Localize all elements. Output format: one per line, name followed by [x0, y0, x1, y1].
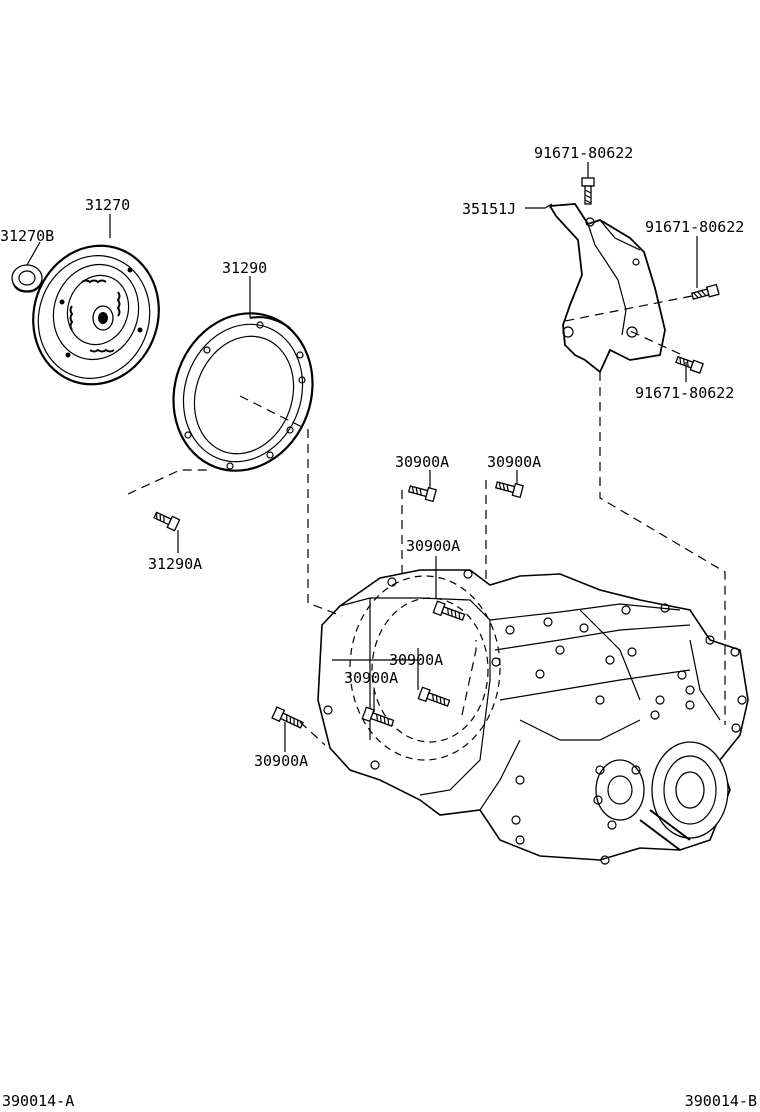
assembly-lines	[127, 295, 726, 746]
bracket-35151J[interactable]	[548, 203, 666, 374]
label-30900A-3[interactable]: 30900A	[406, 537, 460, 555]
label-91671-low[interactable]: 91671-80622	[635, 384, 734, 402]
clutch-cover-31290[interactable]	[152, 294, 335, 491]
bolt-30900A-5[interactable]	[361, 706, 395, 729]
label-31290A[interactable]: 31290A	[148, 555, 202, 573]
bolt-30900A-1[interactable]	[407, 483, 438, 503]
label-30900A-1[interactable]: 30900A	[395, 453, 449, 471]
label-91671-mid[interactable]: 91671-80622	[645, 218, 744, 236]
label-91671-top[interactable]: 91671-80622	[534, 144, 633, 162]
bolt-31290A[interactable]	[153, 510, 181, 532]
oil-seal-31270B[interactable]	[11, 264, 43, 293]
leader-lines	[26, 162, 698, 752]
label-30900A-6[interactable]: 30900A	[254, 752, 308, 770]
figure-code-right: 390014-B	[685, 1092, 757, 1110]
label-30900A-5[interactable]: 30900A	[344, 669, 398, 687]
label-30900A-4[interactable]: 30900A	[389, 651, 443, 669]
bolt-30900A-3[interactable]	[432, 600, 466, 623]
transaxle-housing[interactable]	[317, 569, 749, 865]
bolt-30900A-4[interactable]	[417, 686, 451, 709]
clutch-disc-31270[interactable]	[15, 229, 176, 400]
label-35151J[interactable]: 35151J	[462, 200, 516, 218]
bolt-30900A-6[interactable]	[271, 706, 304, 731]
bolt-91671-mid[interactable]	[690, 283, 720, 301]
label-31270[interactable]: 31270	[85, 196, 130, 214]
bolt-91671-top[interactable]	[581, 177, 595, 205]
label-31270B[interactable]: 31270B	[0, 227, 54, 245]
label-31290[interactable]: 31290	[222, 259, 267, 277]
bolt-30900A-2[interactable]	[494, 479, 525, 499]
part-labels: 31270B 31270 31290 31290A 35151J 91671-8…	[0, 144, 744, 770]
figure-code-left: 390014-A	[2, 1092, 74, 1110]
label-30900A-2[interactable]: 30900A	[487, 453, 541, 471]
bolt-91671-low[interactable]	[675, 355, 704, 374]
